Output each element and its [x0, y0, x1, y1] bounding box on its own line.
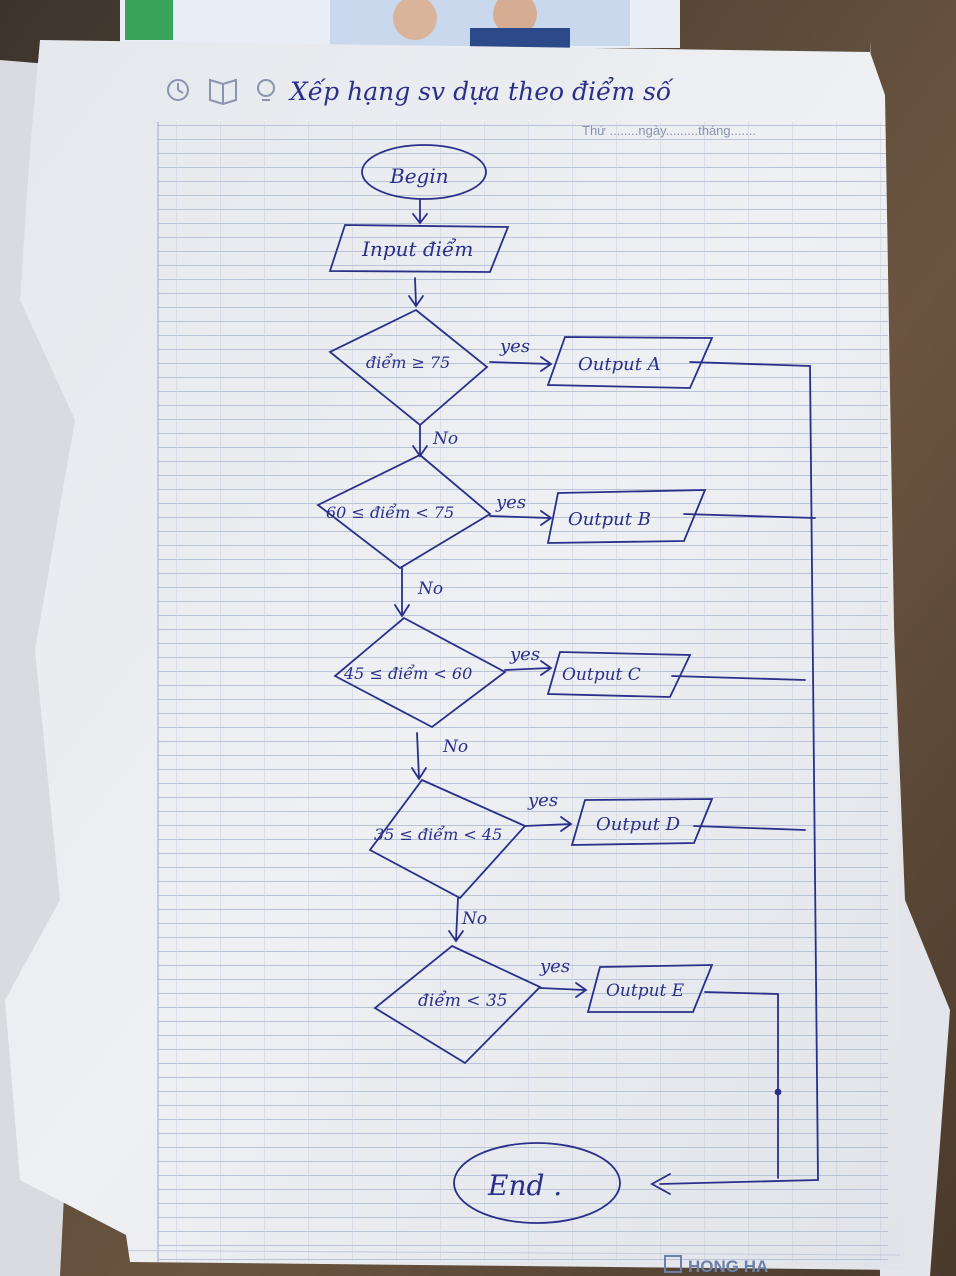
decision-4-no: No	[461, 909, 487, 929]
input-parallelogram	[328, 224, 510, 273]
output-a-box	[546, 336, 714, 389]
output-c-box	[546, 651, 692, 698]
decision-1-cond: điểm ≥ 75	[366, 353, 450, 372]
output-e-label: Output E	[606, 981, 685, 1001]
decision-2-cond: 60 ≤ điểm < 75	[326, 503, 454, 522]
lightbulb-icon	[257, 79, 275, 101]
decision-1-yes: yes	[499, 336, 530, 357]
begin-terminal	[361, 144, 487, 200]
brand-name: HONG HA	[688, 1257, 768, 1276]
decision-4-cond: 35 ≤ điểm < 45	[374, 825, 502, 844]
decision-3	[333, 616, 507, 729]
input-label: Input điểm	[361, 237, 473, 261]
alarm-clock-icon	[167, 79, 189, 101]
decision-3-yes: yes	[509, 644, 540, 665]
decision-5-cond: điểm < 35	[418, 991, 508, 1011]
output-b-label: Output B	[568, 509, 651, 530]
decision-5	[373, 944, 542, 1065]
decision-5-yes: yes	[539, 956, 570, 977]
output-d-box	[570, 798, 714, 846]
decision-4	[368, 778, 527, 900]
end-terminal	[453, 1142, 621, 1224]
decision-2	[316, 453, 492, 570]
decision-1-no: No	[432, 429, 458, 449]
output-d-label: Output D	[596, 814, 681, 835]
decision-3-no: No	[442, 737, 468, 757]
date-line: Thứ ........ngày.........tháng.......	[582, 123, 756, 138]
output-e-box	[586, 964, 714, 1013]
flowchart	[316, 144, 819, 1224]
decision-3-cond: 45 ≤ điểm < 60	[343, 664, 472, 683]
brand-logo-icon	[664, 1255, 682, 1273]
decision-2-yes: yes	[495, 492, 526, 513]
book-icon	[209, 78, 237, 106]
begin-label: Begin	[389, 164, 449, 188]
decision-4-yes: yes	[527, 790, 558, 811]
grid-lines	[158, 122, 888, 1262]
end-label: End .	[487, 1169, 562, 1202]
output-b-box	[546, 489, 707, 544]
decision-2-no: No	[417, 579, 443, 599]
output-c-label: Output C	[562, 665, 641, 685]
output-a-label: Output A	[578, 354, 661, 375]
page-title: Xếp hạng sv dựa theo điểm số	[288, 77, 674, 106]
